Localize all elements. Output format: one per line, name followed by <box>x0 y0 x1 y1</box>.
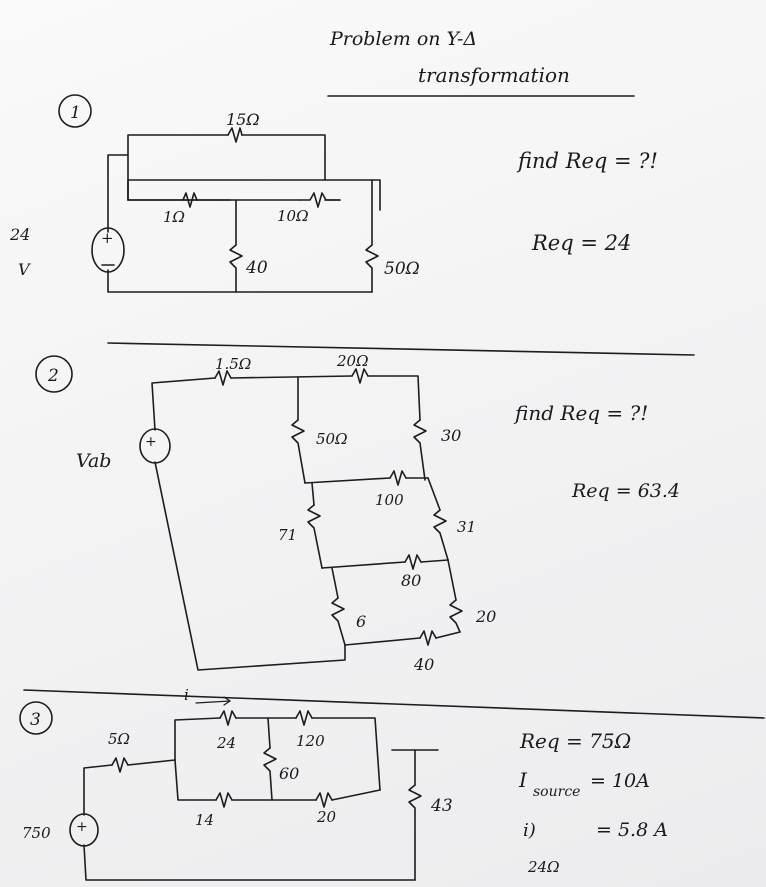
p3-answer-isource-value: = 10A <box>590 770 650 792</box>
p3-answer-isource-label: I <box>518 768 528 792</box>
p1-resistor-40-symbol <box>229 244 243 293</box>
p3-current-label: i <box>184 686 189 704</box>
p2-resistor-20-symbol <box>351 368 369 384</box>
p3-voltage-source <box>69 813 99 847</box>
problem1-number-circle <box>58 94 92 128</box>
p2-resistor-1.5-symbol <box>214 370 232 386</box>
p3-resistor-43-symbol <box>408 784 422 881</box>
p2-resistor-71-symbol <box>307 504 323 569</box>
p2-resistor-30-symbol <box>413 419 427 481</box>
p3-answer-req: Req = 75Ω <box>519 729 631 753</box>
p1-resistor-50-symbol <box>365 244 379 293</box>
p2-source-sign: + <box>145 434 157 450</box>
problem1-circuit <box>91 127 381 293</box>
p1-label-1: 1Ω <box>163 208 185 226</box>
p3-resistor-14-symbol <box>215 792 233 808</box>
title-line1: Problem on Y-Δ <box>329 28 477 50</box>
p3-source-value: 750 <box>22 824 51 842</box>
p3-label-60: 60 <box>279 764 299 783</box>
p3-answer-isource-sub: source <box>533 784 580 800</box>
p2-question: find Req = ?! <box>513 401 648 425</box>
p2-voltage-source <box>139 428 171 464</box>
p3-label-14: 14 <box>195 811 214 829</box>
p2-source-label: Vab <box>76 450 111 472</box>
p2-label-31: 31 <box>457 518 476 536</box>
p2-label-6: 6 <box>356 612 366 631</box>
p3-label-24: 24 <box>216 734 236 752</box>
p1-label-10: 10Ω <box>277 207 309 225</box>
p3-resistor-20-symbol <box>315 792 333 808</box>
p1-answer: Req = 24 <box>531 231 631 255</box>
p1-label-40: 40 <box>245 258 268 278</box>
problem3-number: 3 <box>30 710 41 730</box>
p1-source-sign: + <box>101 229 114 247</box>
p2-resistor-20b-symbol <box>449 599 463 633</box>
p2-resistor-100-symbol <box>389 470 407 486</box>
divider-2 <box>23 689 765 719</box>
p1-label-15: 15Ω <box>226 110 260 129</box>
problem2-number: 2 <box>47 366 59 386</box>
p2-label-80: 80 <box>401 571 421 590</box>
p2-resistor-31-symbol <box>433 509 449 561</box>
p2-resistor-50-symbol <box>291 419 306 484</box>
p2-label-40: 40 <box>413 655 434 674</box>
p2-label-20: 20Ω <box>336 352 369 370</box>
problem2-circuit <box>139 368 463 671</box>
p3-source-sign: + <box>76 819 88 835</box>
problem1-number: 1 <box>70 103 81 123</box>
p3-answer-i-label: i) <box>523 820 536 841</box>
p3-resistor-60-symbol <box>263 747 277 801</box>
p2-label-20b: 20 <box>475 607 496 626</box>
p2-label-1.5: 1.5Ω <box>215 355 251 373</box>
problem3-circuit <box>69 696 439 881</box>
p2-label-100: 100 <box>375 491 404 509</box>
p1-resistor-top-symbol <box>227 127 243 143</box>
divider-1 <box>107 342 695 356</box>
p2-resistor-6-symbol <box>331 597 346 646</box>
p3-label-20: 20 <box>316 808 337 826</box>
p1-source-value: 24 <box>9 225 30 244</box>
p2-resistor-40-symbol <box>419 630 437 646</box>
p1-voltage-source <box>91 227 125 273</box>
p3-resistor-24-symbol <box>219 710 237 726</box>
p2-label-71: 71 <box>278 526 297 544</box>
p3-label-43: 43 <box>430 796 453 816</box>
p1-label-50: 50Ω <box>384 259 420 279</box>
p2-label-30: 30 <box>441 426 461 445</box>
p3-answer-i-note: 24Ω <box>527 858 560 876</box>
title-line2: transformation <box>418 63 570 87</box>
p2-answer: Req = 63.4 <box>571 480 680 502</box>
p1-source-unit: V <box>18 260 31 279</box>
problem3-number-circle <box>19 701 53 735</box>
p2-label-50: 50Ω <box>316 430 348 448</box>
p3-answer-i-value: = 5.8 A <box>596 819 668 841</box>
p3-label-5: 5Ω <box>108 730 130 748</box>
p3-label-120: 120 <box>296 732 325 750</box>
p2-resistor-80-symbol <box>404 554 422 570</box>
p1-question: find Req = ?! <box>516 149 658 173</box>
p3-resistor-120-symbol <box>295 710 313 726</box>
p3-resistor-5-symbol <box>111 757 129 773</box>
problem2-number-circle <box>35 355 73 393</box>
p1-resistor-1-symbol <box>182 192 198 208</box>
